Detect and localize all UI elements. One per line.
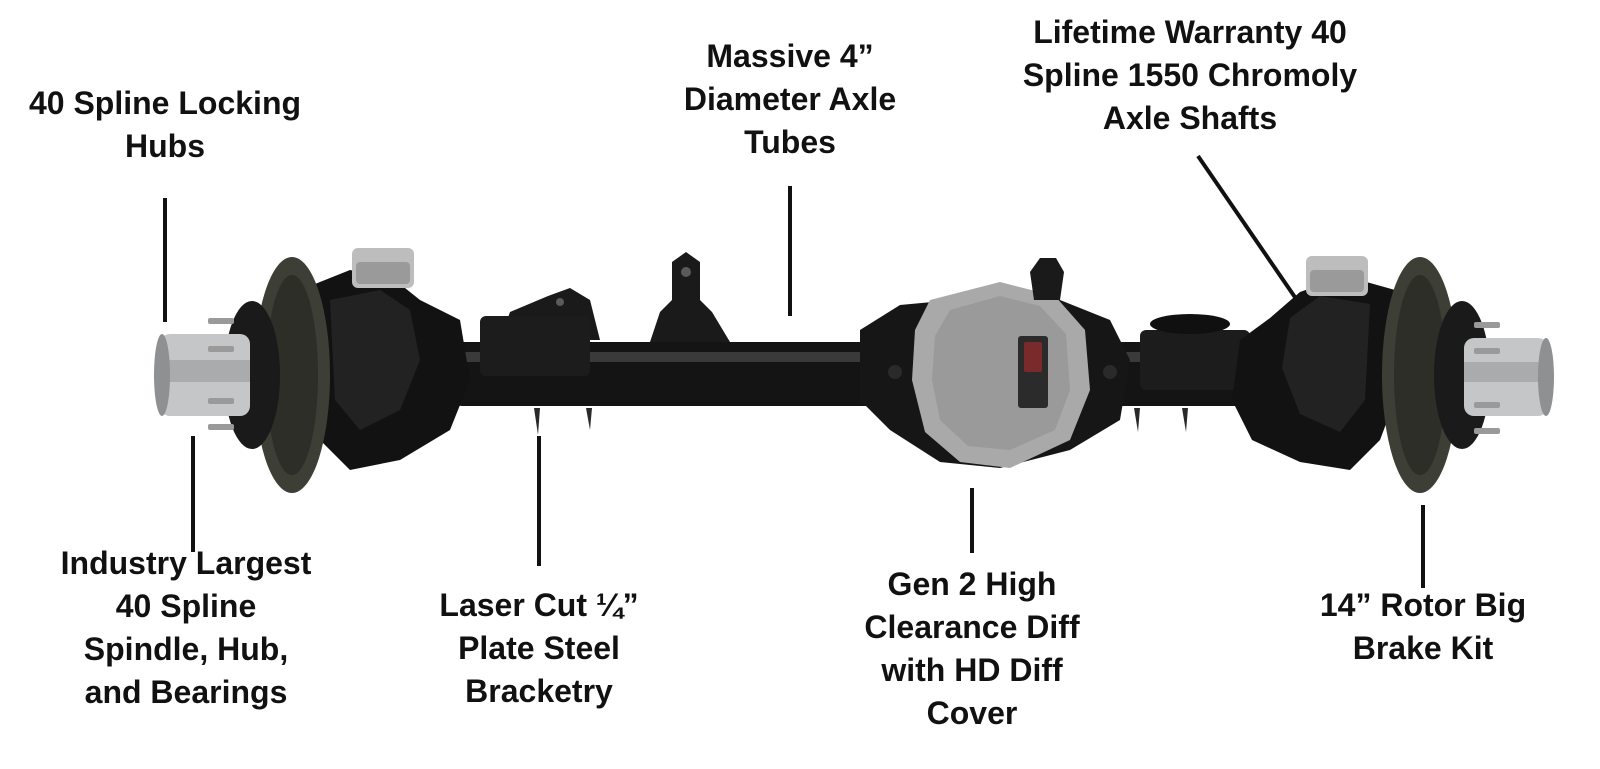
left-knuckle-highlight bbox=[330, 290, 420, 430]
callout-line: Gen 2 High bbox=[887, 566, 1057, 602]
callout-line: Hubs bbox=[125, 128, 205, 164]
leader-lines bbox=[163, 154, 1425, 588]
callout-line: Spline 1550 Chromoly bbox=[1022, 57, 1358, 93]
callout-axle-shafts: Lifetime Warranty 40 Spline 1550 Chromoly… bbox=[1023, 11, 1357, 140]
leader-line-axle-shafts bbox=[1196, 154, 1303, 308]
callout-line: Bracketry bbox=[465, 673, 613, 709]
callout-line: Diameter Axle bbox=[683, 81, 897, 117]
callout-line: and Bearings bbox=[84, 674, 288, 710]
diff-cover-shade bbox=[932, 296, 1070, 450]
callout-line: Brake Kit bbox=[1352, 630, 1494, 666]
callout-line: Spindle, Hub, bbox=[83, 631, 289, 667]
diff-cover-badge-stripe bbox=[1024, 342, 1042, 372]
bracket-plate-right bbox=[1140, 330, 1250, 390]
left-locking-hub-shade bbox=[160, 360, 250, 382]
left-caliper-shade bbox=[356, 262, 410, 284]
callout-line: 40 Spline bbox=[115, 588, 257, 624]
axle-assembly bbox=[154, 248, 1554, 493]
bump-stop-pad bbox=[1150, 314, 1230, 334]
callout-line: Laser Cut ¼” bbox=[439, 587, 639, 623]
callout-line: Clearance Diff bbox=[864, 609, 1080, 645]
callout-line: Axle Shafts bbox=[1102, 100, 1278, 136]
callout-line: 14” Rotor Big bbox=[1319, 587, 1527, 623]
callout-line: Industry Largest bbox=[60, 545, 312, 581]
right-locking-hub-shade bbox=[1464, 362, 1548, 382]
diff-bolt bbox=[1103, 365, 1117, 379]
bracket-hole bbox=[556, 298, 564, 306]
right-wheel-studs bbox=[1474, 322, 1500, 434]
bracket-tab bbox=[586, 408, 592, 430]
diff-pinion bbox=[1030, 258, 1064, 300]
bracket-tab bbox=[534, 408, 540, 435]
callout-line: Tubes bbox=[744, 124, 836, 160]
callout-line: with HD Diff bbox=[881, 652, 1063, 688]
callout-line: Lifetime Warranty 40 bbox=[1033, 14, 1347, 50]
left-wheel-studs bbox=[208, 318, 234, 430]
right-rotor-inner bbox=[1394, 275, 1446, 475]
callout-line: Massive 4” bbox=[706, 38, 874, 74]
right-knuckle-highlight bbox=[1282, 296, 1370, 432]
bracket-plate bbox=[480, 316, 590, 376]
bracket-mount-hole bbox=[681, 267, 691, 277]
left-locking-hub-face bbox=[154, 334, 170, 416]
right-locking-hub-face bbox=[1538, 338, 1554, 416]
left-rotor-inner bbox=[266, 275, 318, 475]
diff-bolt bbox=[888, 365, 902, 379]
bracket-tab bbox=[1182, 408, 1188, 432]
bracket-tab bbox=[1134, 408, 1140, 432]
callout-line: Plate Steel bbox=[458, 630, 620, 666]
right-caliper-shade bbox=[1310, 270, 1364, 292]
callout-line: 40 Spline Locking bbox=[28, 85, 302, 121]
bracket-mount bbox=[650, 252, 730, 342]
callout-line: Cover bbox=[926, 695, 1018, 731]
